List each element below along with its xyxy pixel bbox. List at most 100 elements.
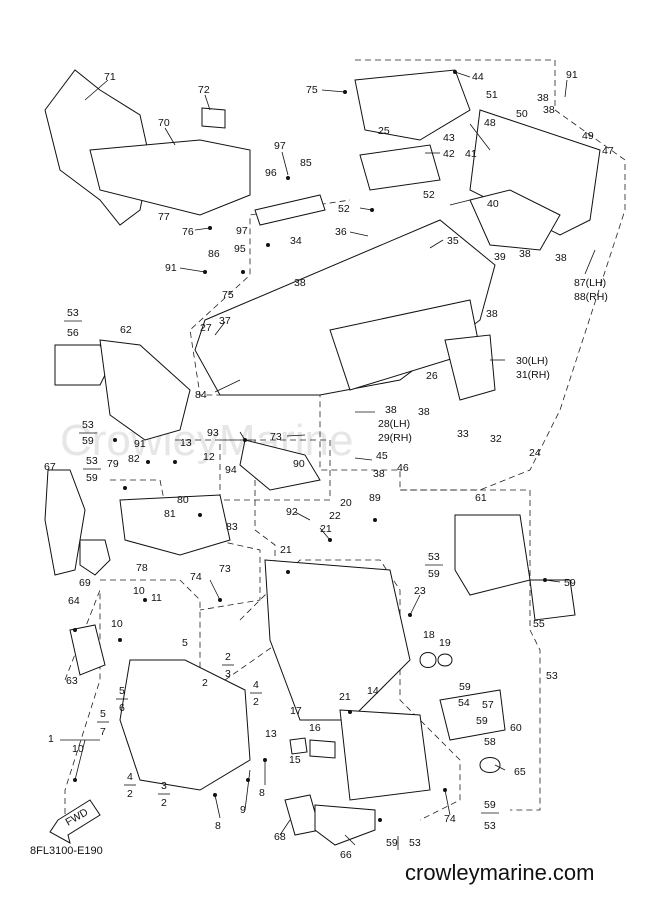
callout-60: 60 [510,722,522,734]
callout-51: 51 [486,89,498,101]
callout-7: 7 [100,726,106,738]
fraction-bars [64,320,499,850]
callout-4: 4 [253,679,259,691]
callout-47: 47 [602,145,614,157]
bracket-80-81 [119,494,231,556]
bracket-57-58 [439,689,506,741]
bracket-66 [314,804,376,846]
callout-10: 10 [72,743,84,755]
callout-29-rh: 29(RH) [378,432,412,444]
callout-79: 79 [107,458,119,470]
callout-70: 70 [158,117,170,129]
bushing-17 [289,737,308,755]
callout-38: 38 [385,404,397,416]
callout-62: 62 [120,324,132,336]
bushing-15-16 [309,739,336,759]
callout-66: 66 [340,849,352,861]
callout-97: 97 [236,225,248,237]
callout-53: 53 [484,820,496,832]
plate-63 [69,624,106,676]
callout-19: 19 [439,637,451,649]
callout-5: 5 [119,685,125,697]
callout-82: 82 [128,453,140,465]
callout-80: 80 [177,494,189,506]
radiator-14 [339,709,431,801]
steering-column-brace-70 [89,139,251,216]
callout-23: 23 [414,585,426,597]
callout-2: 2 [161,797,167,809]
site-url[interactable]: crowleymarine.com [405,860,595,885]
callout-93: 93 [207,427,219,439]
callout-69: 69 [79,577,91,589]
callout-53: 53 [86,455,98,467]
callout-59: 59 [86,472,98,484]
callout-83: 83 [226,521,238,533]
callout-38: 38 [543,104,555,116]
callout-38: 38 [555,252,567,264]
callout-20: 20 [340,497,352,509]
plate-96 [254,194,326,226]
callout-21: 21 [320,523,332,535]
callout-44: 44 [472,71,484,83]
drawing-code: 8FL3100-E190 [30,845,103,857]
callout-40: 40 [487,198,499,210]
callout-28-lh: 28(LH) [378,418,410,430]
callout-33: 33 [457,428,469,440]
callout-59: 59 [459,681,471,693]
callout-5: 5 [100,708,106,720]
control-unit-41 [359,144,441,191]
callout-39: 39 [494,251,506,263]
callout-53: 53 [546,670,558,682]
callout-75: 75 [222,289,234,301]
callout-9: 9 [240,804,246,816]
callout-8: 8 [259,787,265,799]
callout-59: 59 [386,837,398,849]
callout-85: 85 [300,157,312,169]
callout-35: 35 [447,235,459,247]
plate-90 [239,439,321,491]
callout-30-lh: 30(LH) [516,355,548,367]
callout-77: 77 [158,211,170,223]
callout-74: 74 [444,813,456,825]
callout-32: 32 [490,433,502,445]
callout-34: 34 [290,235,302,247]
callout-56: 56 [67,327,79,339]
callout-17: 17 [290,705,302,717]
callout-36: 36 [335,226,347,238]
callout-54: 54 [458,697,470,709]
callout-5: 5 [182,637,188,649]
callout-38: 38 [418,406,430,418]
callout-21: 21 [339,691,351,703]
gasket-69 [79,539,111,576]
side-panel-40 [469,189,561,251]
callout-8: 8 [215,820,221,832]
ring-19 [437,653,453,667]
callout-64: 64 [68,595,80,607]
callout-91: 91 [566,69,578,81]
callout-76: 76 [182,226,194,238]
callout-88-rh: 88(RH) [574,291,608,303]
bearing-65 [479,757,501,773]
callout-73: 73 [219,563,231,575]
callout-75: 75 [306,84,318,96]
callout-37: 37 [219,315,231,327]
seat-bracket-25 [354,69,471,141]
callout-layer: 71 72 70 75 44 91 51 38 38 48 50 25 43 4… [44,69,614,861]
callout-74: 74 [190,571,202,583]
leader-lines [60,71,596,846]
callout-2: 2 [253,696,259,708]
callout-81: 81 [164,508,176,520]
callout-38: 38 [294,277,306,289]
callout-38: 38 [486,308,498,320]
callout-4: 4 [127,771,133,783]
callout-73: 73 [270,431,282,443]
callout-13: 13 [180,437,192,449]
callout-92: 92 [286,506,298,518]
callout-78: 78 [136,562,148,574]
callout-53: 53 [82,419,94,431]
callout-43: 43 [443,132,455,144]
callout-38: 38 [537,92,549,104]
callout-86: 86 [208,248,220,260]
callout-71: 71 [104,71,116,83]
callout-96: 96 [265,167,277,179]
